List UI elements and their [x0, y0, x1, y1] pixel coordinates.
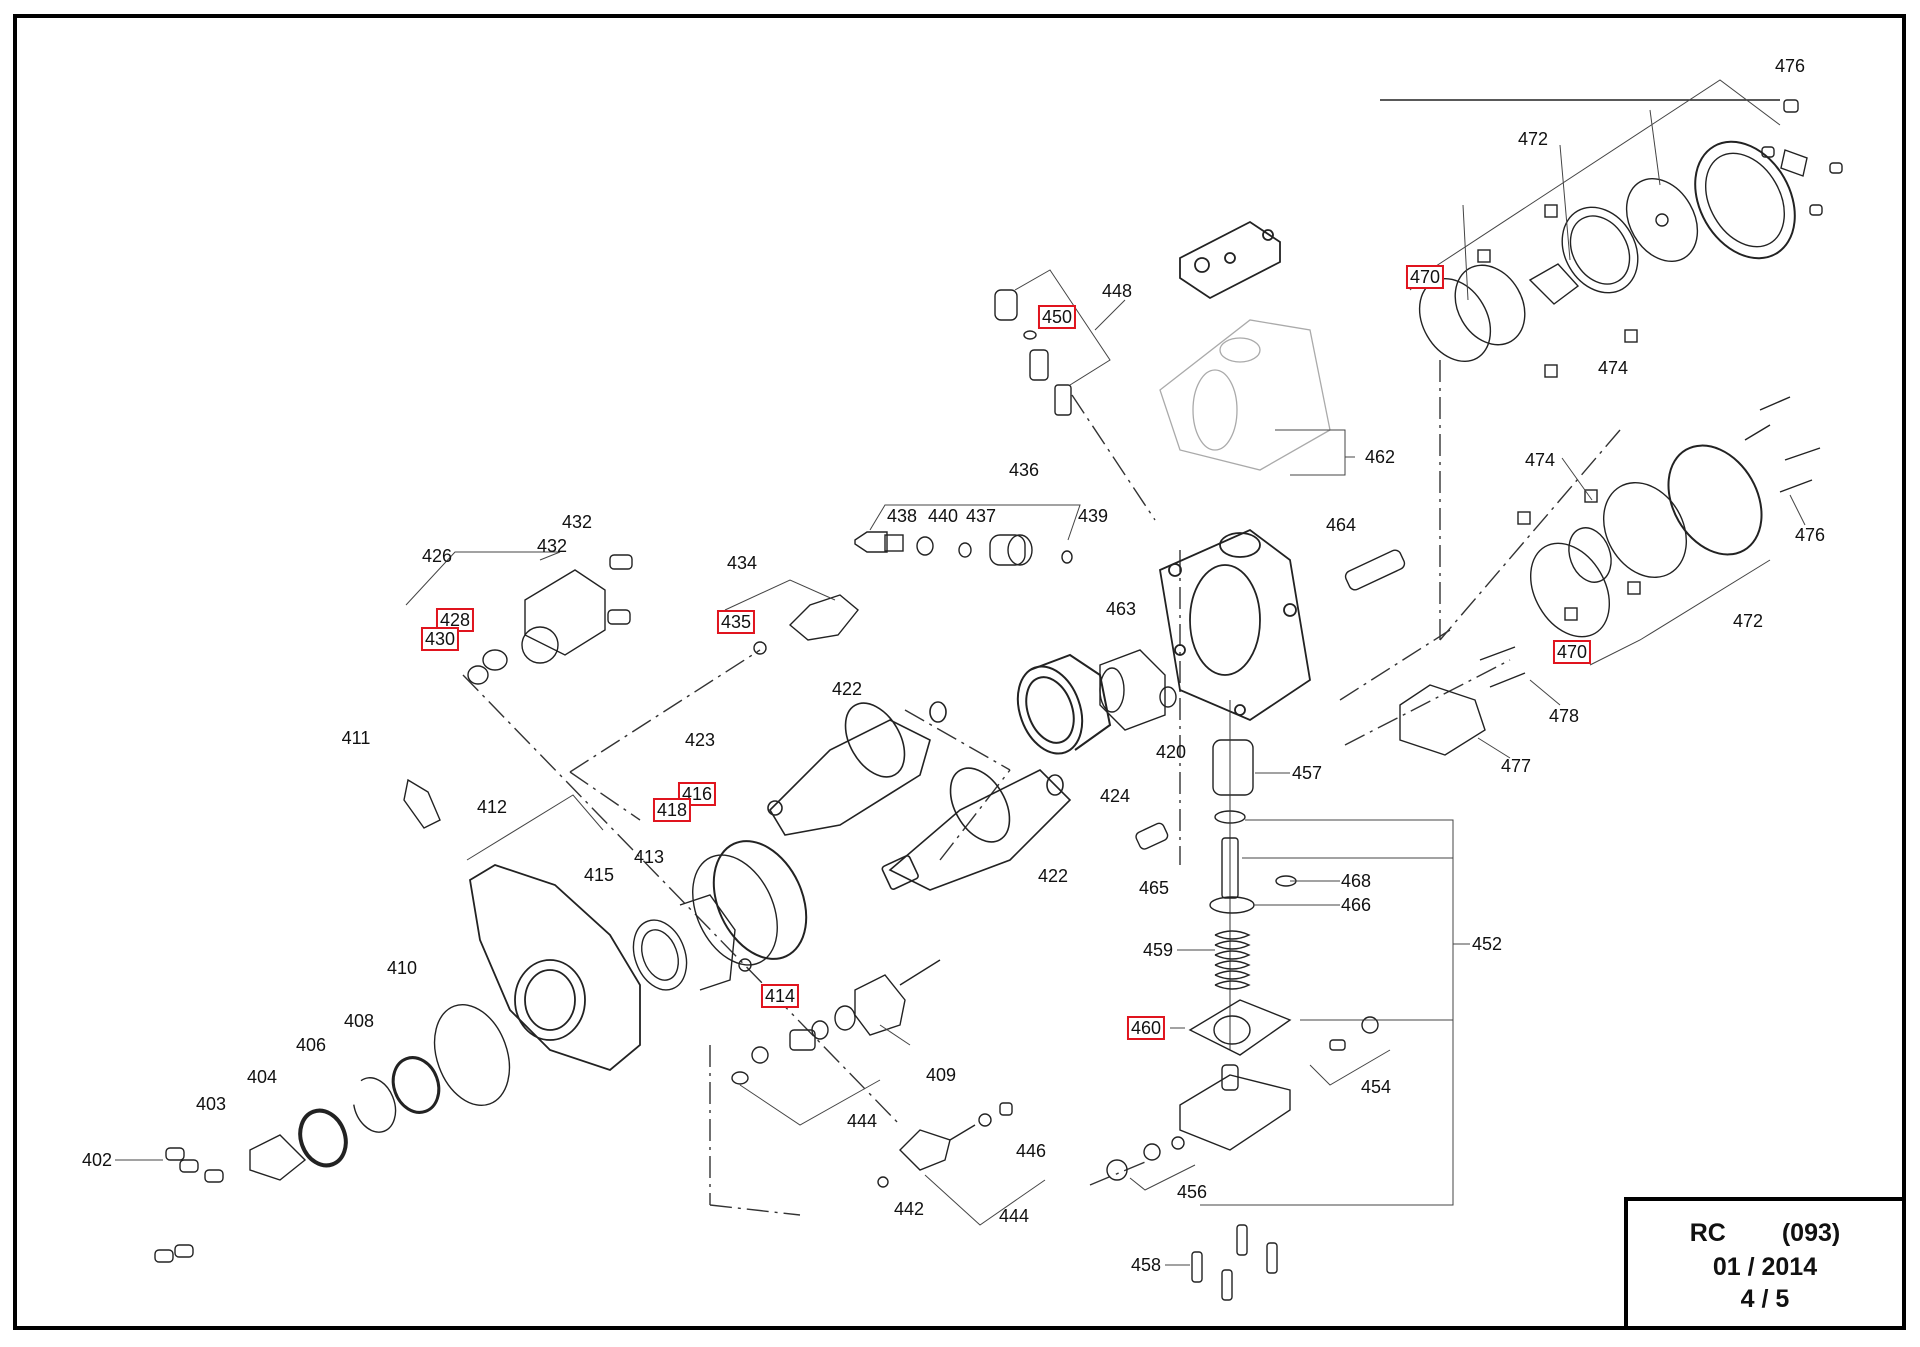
- part-label-457: 457: [1291, 763, 1323, 783]
- part-label-409: 409: [925, 1065, 957, 1085]
- ring-group-416-418: [632, 840, 808, 991]
- part-label-442: 442: [893, 1199, 925, 1219]
- part-label-432: 432: [561, 512, 593, 532]
- bolts-476-lower: [1744, 396, 1821, 526]
- title-block: RC (093) 01 / 2014 4 / 5: [1624, 1197, 1902, 1330]
- part-label-446: 446: [1015, 1141, 1047, 1161]
- pump-element-452: [1179, 837, 1297, 1151]
- model-name: RC: [1689, 1219, 1726, 1247]
- part-label-408: 408: [343, 1011, 375, 1031]
- part-label-438: 438: [886, 506, 918, 526]
- part-label-420: 420: [1155, 742, 1187, 762]
- part-label-406: 406: [295, 1035, 327, 1055]
- valve-group-436: [854, 504, 1081, 566]
- highlighted-part-label-414: 414: [760, 984, 800, 1008]
- o-ring-420: [1159, 686, 1177, 708]
- part-label-402: 402: [81, 1150, 113, 1170]
- highlighted-part-label-430: 430: [420, 627, 460, 651]
- valve-454: [1309, 1016, 1391, 1086]
- part-label-403: 403: [195, 1094, 227, 1114]
- part-label-404: 404: [246, 1067, 278, 1087]
- highlighted-part-label-435: 435: [716, 610, 756, 634]
- part-label-472: 472: [1732, 611, 1764, 631]
- part-label-422: 422: [831, 679, 863, 699]
- bolt-group-476-top: [1761, 99, 1843, 216]
- part-label-472: 472: [1517, 129, 1549, 149]
- assembly-axis-lines: [462, 360, 1621, 1216]
- pressure-sensor-434: [724, 579, 859, 655]
- part-label-424: 424: [1099, 786, 1131, 806]
- metering-unit-block: [1179, 220, 1281, 300]
- drawing-date: 01 / 2014: [1712, 1253, 1818, 1281]
- bearing-424: [1016, 653, 1112, 755]
- front-flange-412: [466, 794, 641, 1072]
- part-label-426: 426: [421, 546, 453, 566]
- valve-assembly-448: [994, 269, 1126, 416]
- plug-465: [1135, 822, 1169, 850]
- part-label-474: 474: [1597, 358, 1629, 378]
- plunger-464: [1344, 549, 1406, 591]
- part-label-437: 437: [965, 506, 997, 526]
- part-label-410: 410: [386, 958, 418, 978]
- part-label-440: 440: [927, 506, 959, 526]
- part-label-436: 436: [1008, 460, 1040, 480]
- valve-group-444-lower: [877, 1102, 1046, 1226]
- part-label-456: 456: [1176, 1182, 1208, 1202]
- pressure-regulator-426: [405, 551, 633, 685]
- part-label-477: 477: [1500, 756, 1532, 776]
- part-label-444: 444: [846, 1111, 878, 1131]
- cover-assembly-472-lower: [1517, 444, 1771, 666]
- highlighted-part-label-418: 418: [652, 798, 692, 822]
- part-label-458: 458: [1130, 1255, 1162, 1275]
- valve-block-477: [1399, 646, 1561, 759]
- part-label-463: 463: [1105, 599, 1137, 619]
- highlighted-part-label-470: 470: [1552, 640, 1592, 664]
- part-label-459: 459: [1142, 940, 1174, 960]
- part-label-474: 474: [1524, 450, 1556, 470]
- model-code: (093): [1781, 1219, 1841, 1247]
- highlighted-part-label-416: 416: [677, 782, 717, 806]
- drawing-frame: [13, 14, 1906, 1330]
- sheet-number: 4 / 5: [1740, 1285, 1790, 1313]
- part-label-412: 412: [476, 797, 508, 817]
- part-label-476: 476: [1774, 56, 1806, 76]
- fitting-411: [403, 778, 441, 829]
- part-label-448: 448: [1101, 281, 1133, 301]
- valve-456: [1106, 1136, 1196, 1191]
- part-label-434: 434: [726, 553, 758, 573]
- bushing-463: [1099, 649, 1166, 731]
- part-label-423: 423: [684, 730, 716, 750]
- title-model-code: RC (093): [1628, 1219, 1902, 1248]
- part-label-476: 476: [1794, 525, 1826, 545]
- leader-lines-472-top: [1409, 79, 1781, 301]
- camshaft-422-lower: [881, 767, 1072, 891]
- highlighted-part-label-460: 460: [1126, 1016, 1166, 1040]
- part-label-415: 415: [583, 865, 615, 885]
- tappet-457: [1212, 739, 1254, 824]
- part-label-422: 422: [1037, 866, 1069, 886]
- highlighted-part-label-470: 470: [1405, 265, 1445, 289]
- part-label-478: 478: [1548, 706, 1580, 726]
- part-label-411: 411: [341, 728, 371, 748]
- part-label-454: 454: [1360, 1077, 1392, 1097]
- bolts-458: [1165, 1224, 1278, 1301]
- highlighted-part-label-450: 450: [1037, 305, 1077, 329]
- seal-and-rings-402-410: [115, 1003, 511, 1263]
- part-label-439: 439: [1077, 506, 1109, 526]
- part-label-464: 464: [1325, 515, 1357, 535]
- part-label-444: 444: [998, 1206, 1030, 1226]
- part-label-462: 462: [1364, 447, 1396, 467]
- pump-housing-ghost: [1159, 319, 1331, 471]
- part-label-413: 413: [633, 847, 665, 867]
- part-label-452: 452: [1471, 934, 1503, 954]
- part-label-432: 432: [536, 536, 568, 556]
- cover-assembly-472-top: [1380, 99, 1796, 378]
- pump-housing-main: [1158, 528, 1311, 722]
- part-label-466: 466: [1340, 895, 1372, 915]
- part-label-465: 465: [1138, 878, 1170, 898]
- part-label-468: 468: [1340, 871, 1372, 891]
- leader-462: [1275, 429, 1346, 476]
- camshaft-422-upper: [767, 701, 947, 836]
- valve-group-409-444: [731, 959, 941, 1126]
